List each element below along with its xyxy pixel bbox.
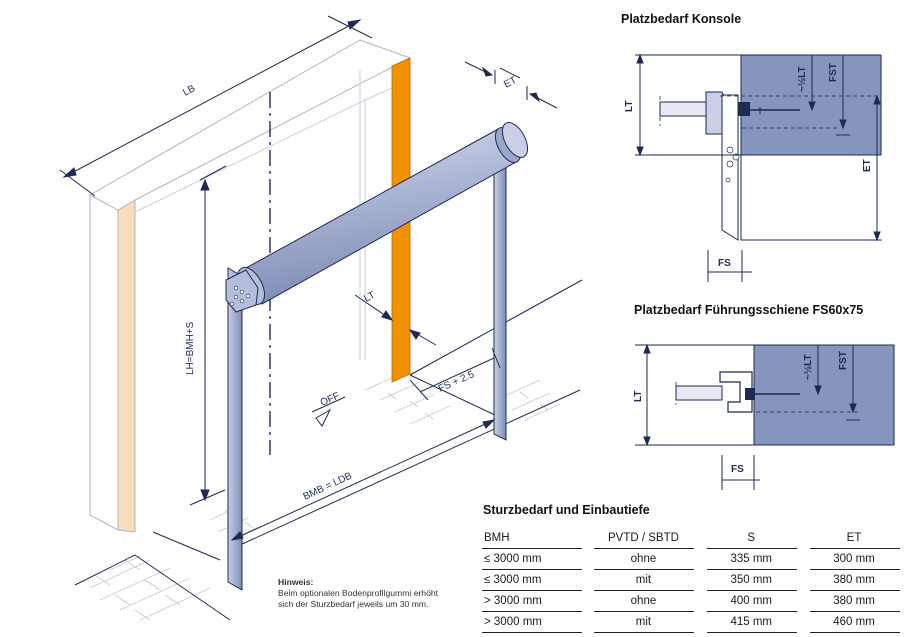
- label-bmb: BMB = LDB: [302, 470, 355, 502]
- hint-line-2: sich der Sturzbedarf jeweils um 30 mm.: [278, 599, 429, 609]
- cell-bmh: > 3000 mm: [482, 611, 582, 633]
- cell-pvtd: mit: [594, 569, 695, 591]
- col-header-s: S: [707, 528, 798, 549]
- label-lb: LB: [181, 83, 197, 99]
- dim-lt-mid: [354, 294, 437, 346]
- cell-pvtd: mit: [594, 611, 695, 633]
- cell-bmh: ≤ 3000 mm: [482, 569, 582, 591]
- cell-et: 380 mm: [810, 590, 900, 612]
- col-header-pvtd: PVTD / SBTD: [594, 528, 695, 549]
- dim-bmb: [230, 419, 496, 541]
- hint-line-1: Beim optionalen Bodenprofilgummi erhöht: [278, 588, 439, 598]
- hint-note: Hinweis: Beim optionalen Bodenprofilgumm…: [278, 577, 478, 610]
- label-et-top: ET: [502, 75, 518, 91]
- off-marker: [311, 396, 346, 427]
- cell-bmh: > 3000 mm: [482, 590, 582, 612]
- table-row: > 3000 mm ohne 400 mm 380 mm: [482, 590, 900, 612]
- dim-lh: [189, 165, 227, 506]
- label-off: OFF: [319, 391, 342, 409]
- dim-lb: [59, 15, 373, 197]
- cell-pvtd: ohne: [594, 590, 695, 612]
- cell-s: 400 mm: [707, 590, 798, 612]
- table-row: ≤ 3000 mm ohne 335 mm 300 mm: [482, 548, 900, 570]
- title-konsole: Platzbedarf Konsole: [621, 12, 742, 26]
- cell-et: 380 mm: [810, 569, 900, 591]
- cell-s: 335 mm: [707, 548, 798, 570]
- label-lt-mid: LT: [362, 290, 377, 305]
- left-pillar: [89, 39, 412, 533]
- left-post: [227, 267, 243, 591]
- cell-bmh: ≤ 3000 mm: [482, 548, 582, 570]
- cell-et: 300 mm: [810, 548, 900, 570]
- table-row: ≤ 3000 mm mit 350 mm 380 mm: [482, 569, 900, 591]
- cell-s: 415 mm: [707, 611, 798, 633]
- cell-et: 460 mm: [810, 611, 900, 633]
- dim-fs25: [409, 347, 501, 401]
- cell-pvtd: ohne: [594, 548, 695, 570]
- col-header-bmh: BMH: [482, 528, 582, 549]
- title-table: Sturzbedarf und Einbautiefe: [483, 503, 650, 517]
- sturzbedarf-table: BMH PVTD / SBTD S ET ≤ 3000 mm ohne 335 …: [482, 528, 900, 633]
- roller-tube: [225, 122, 529, 313]
- title-schiene: Platzbedarf Führungsschiene FS60x75: [634, 303, 864, 317]
- cell-s: 350 mm: [707, 569, 798, 591]
- table-header-row: BMH PVTD / SBTD S ET: [482, 528, 900, 549]
- label-fs25: FS + 2.5: [437, 369, 477, 395]
- right-post: [493, 149, 507, 441]
- table-row: > 3000 mm mit 415 mm 460 mm: [482, 611, 900, 633]
- col-header-et: ET: [810, 528, 900, 549]
- hint-heading: Hinweis:: [278, 577, 314, 587]
- label-lh: LH=BMH+S: [185, 321, 196, 375]
- dim-et-top: [464, 61, 558, 109]
